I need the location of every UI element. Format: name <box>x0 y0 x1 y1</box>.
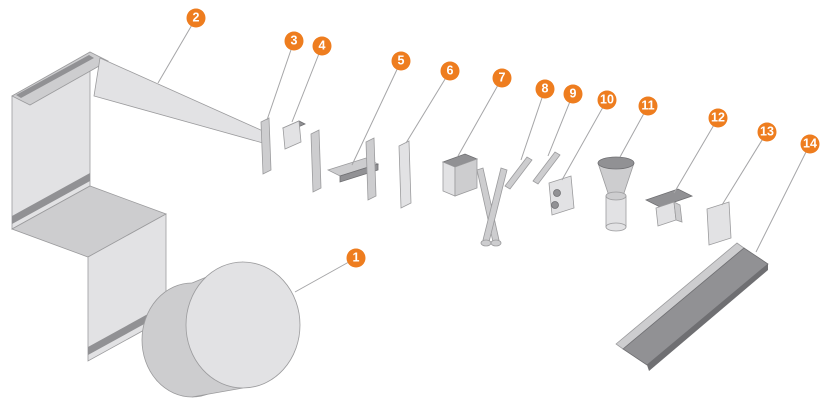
rod-face <box>504 156 533 190</box>
bracket-plate <box>644 188 694 208</box>
leg-foot-left <box>480 239 492 247</box>
leader-line-12 <box>673 117 719 194</box>
callout-7: 7 <box>492 68 512 88</box>
callout-4: 4 <box>312 36 332 56</box>
leader-line-7 <box>457 77 503 157</box>
part-7-sealing-block <box>441 153 508 247</box>
leader-line-8 <box>520 88 546 161</box>
rod-face <box>532 151 561 185</box>
leg-foot-right <box>490 239 502 247</box>
funnel-opening <box>597 156 635 170</box>
callout-12: 12 <box>708 108 728 128</box>
leader-line-2 <box>157 17 197 84</box>
callout-10: 10 <box>597 90 617 110</box>
callout-14: 14 <box>800 134 820 154</box>
bracket-block-side <box>673 201 683 223</box>
part-11-funnel <box>597 156 635 232</box>
part-1-roll <box>141 261 301 398</box>
leader-line-9 <box>547 93 574 157</box>
stud-upper <box>553 189 561 197</box>
plate-face <box>398 140 412 209</box>
chute-surface <box>622 247 769 366</box>
part-10-stud-plate <box>548 175 575 216</box>
leader-line-3 <box>266 40 295 121</box>
part-12-bracket <box>644 188 694 227</box>
frame-wall-stripe <box>12 173 90 224</box>
part-4-block <box>282 120 322 193</box>
callout-6: 6 <box>440 61 460 81</box>
plate-face <box>706 201 732 246</box>
leader-lines <box>157 17 811 293</box>
funnel-neck-bottom <box>605 222 627 232</box>
stud-lower <box>551 201 559 209</box>
callout-3: 3 <box>284 31 304 51</box>
leader-line-4 <box>291 45 323 123</box>
part-9-rod <box>532 151 561 185</box>
roll-front-face <box>185 261 301 389</box>
callout-11: 11 <box>638 96 658 116</box>
former-guide-plate <box>365 137 377 201</box>
leader-line-13 <box>721 131 768 206</box>
part-8-rod <box>504 156 533 190</box>
leader-line-10 <box>561 99 608 181</box>
sealing-front-face <box>442 161 456 197</box>
frame-roof-flange <box>11 51 109 106</box>
block-front-face <box>282 120 302 150</box>
part-14-chute <box>615 242 769 371</box>
stud-plate-face <box>548 175 575 216</box>
roll-bottom-edge <box>191 387 244 398</box>
frame-roof-stripe <box>16 55 94 98</box>
sealing-side-face <box>454 158 478 197</box>
leader-line-6 <box>405 70 451 144</box>
callout-5: 5 <box>391 51 411 71</box>
callout-13: 13 <box>757 122 777 142</box>
mid-guide-plate <box>310 129 322 193</box>
part-6-plate <box>398 140 412 209</box>
part-3-guide-plate <box>260 117 272 175</box>
leader-line-14 <box>755 143 811 253</box>
funnel-neck-top <box>605 191 627 201</box>
guide-plate-face <box>260 117 272 175</box>
part-5-former-bar <box>326 137 380 201</box>
callout-2: 2 <box>186 8 206 28</box>
callout-9: 9 <box>563 84 583 104</box>
callout-8: 8 <box>535 79 555 99</box>
leader-line-5 <box>351 60 402 166</box>
chute-front-edge <box>647 264 768 371</box>
frame-arm-web <box>93 57 264 144</box>
callout-1: 1 <box>346 248 366 268</box>
funnel-neck <box>605 195 627 228</box>
part-13-plate <box>706 201 732 246</box>
leader-line-1 <box>294 257 357 293</box>
